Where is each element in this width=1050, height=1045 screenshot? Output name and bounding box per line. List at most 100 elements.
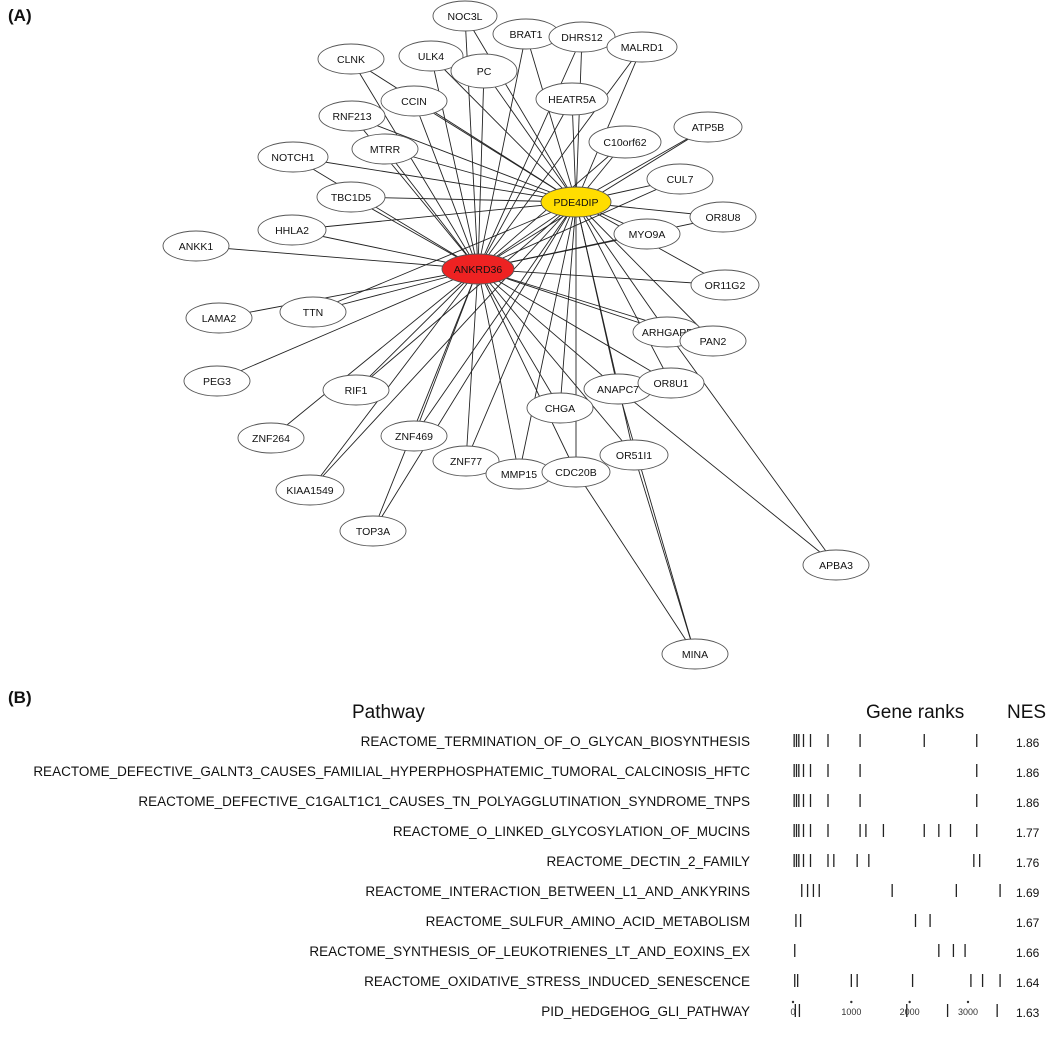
node-ellipse — [588, 125, 662, 159]
edge-pde4dip-pc — [483, 70, 577, 203]
nes-value: 1.69 — [1016, 886, 1040, 900]
gene-rank-strip — [793, 824, 978, 837]
node-chga: CHGA — [526, 392, 594, 424]
edge-ankrd36-cdc20b — [477, 268, 577, 473]
node-ellipse — [637, 367, 705, 399]
gene-rank-strip — [793, 734, 978, 747]
node-label: LAMA2 — [202, 313, 237, 325]
node-label: CCIN — [401, 96, 427, 108]
node-rif1: RIF1 — [322, 374, 390, 406]
nes-value: 1.86 — [1016, 766, 1040, 780]
node-label: MINA — [682, 649, 708, 661]
node-ellipse — [441, 253, 515, 285]
edge-pde4dip-ttn — [312, 201, 577, 313]
node-label: C10orf62 — [603, 137, 646, 149]
node-ellipse — [380, 420, 448, 452]
node-ellipse — [257, 141, 329, 173]
node-label: TOP3A — [356, 526, 390, 538]
node-label: PAN2 — [700, 336, 727, 348]
edge-pde4dip-rif1 — [355, 201, 577, 391]
node-ellipse — [679, 325, 747, 357]
node-ellipse — [237, 422, 305, 454]
node-label: ATP5B — [692, 122, 724, 134]
node-or51i1: OR51I1 — [599, 439, 669, 471]
edge-ankrd36-ankk1 — [195, 245, 479, 270]
node-ankrd36: ANKRD36 — [441, 253, 515, 285]
axis-tick-mark — [850, 1000, 853, 1004]
node-clnk: CLNK — [317, 43, 385, 75]
edge-pde4dip-rnf213 — [351, 115, 577, 203]
node-ellipse — [322, 374, 390, 406]
node-label: MYO9A — [629, 229, 666, 241]
node-cdc20b: CDC20B — [541, 456, 611, 488]
header-gene-ranks: Gene ranks — [866, 702, 965, 723]
node-label: HEATR5A — [548, 94, 596, 106]
node-ellipse — [606, 31, 678, 63]
pathway-name: REACTOME_TERMINATION_OF_O_GLYCAN_BIOSYNT… — [360, 734, 750, 749]
node-label: ARHGAP5 — [642, 327, 692, 339]
node-ellipse — [690, 269, 760, 301]
node-label: ZNF264 — [252, 433, 290, 445]
gene-rank-strip — [801, 884, 1001, 897]
edge-ankrd36-or11g2 — [477, 268, 726, 286]
node-mtrr: MTRR — [351, 133, 419, 165]
node-label: PEG3 — [203, 376, 231, 388]
node-atp5b: ATP5B — [673, 111, 743, 143]
node-label: HHLA2 — [275, 225, 309, 237]
edge-pde4dip-znf77 — [465, 201, 577, 462]
gene-rank-strip — [793, 764, 978, 777]
node-peg3: PEG3 — [183, 365, 251, 397]
node-or11g2: OR11G2 — [690, 269, 760, 301]
node-noc3l: NOC3L — [432, 0, 498, 32]
pathway-table: Pathway Gene ranks NES REACTOME_TERMINAT… — [0, 690, 1050, 1045]
node-label: DHRS12 — [561, 32, 603, 44]
edge-pde4dip-mmp15 — [518, 201, 577, 475]
node-apba3: APBA3 — [802, 549, 870, 581]
edge-pde4dip-atp5b — [575, 126, 709, 203]
pathway-row: REACTOME_TERMINATION_OF_O_GLYCAN_BIOSYNT… — [0, 734, 1050, 764]
node-label: BRAT1 — [509, 29, 542, 41]
edge-ankrd36-znf77 — [465, 268, 479, 462]
panel-a-label: (A) — [8, 6, 32, 25]
node-label: TTN — [303, 307, 323, 319]
edge-ankrd36-noc3l — [464, 15, 479, 270]
edge-ankrd36-rif1 — [355, 268, 479, 391]
node-ellipse — [398, 40, 464, 72]
pathway-name: REACTOME_SULFUR_AMINO_ACID_METABOLISM — [425, 914, 750, 929]
pathway-name: REACTOME_OXIDATIVE_STRESS_INDUCED_SENESC… — [364, 974, 750, 989]
node-label: ANKK1 — [179, 241, 214, 253]
node-label: NOTCH1 — [271, 152, 314, 164]
edge-pde4dip-ccin — [413, 100, 577, 203]
header-pathway: Pathway — [352, 702, 425, 723]
edge-ankrd36-or8u1 — [477, 268, 672, 384]
edge-ankrd36-pc — [477, 70, 485, 270]
node-ellipse — [380, 85, 448, 117]
pathway-row: REACTOME_OXIDATIVE_STRESS_INDUCED_SENESC… — [0, 974, 1050, 1004]
edge-pde4dip-heatr5a — [571, 98, 577, 203]
node-label: PDE4DIP — [554, 197, 599, 209]
gene-rank-strip — [793, 794, 978, 807]
axis-tick-label: 2000 — [900, 1007, 920, 1017]
edge-anapc7-apba3 — [617, 388, 837, 566]
edge-pde4dip-malrd1 — [575, 46, 643, 203]
node-label: MALRD1 — [621, 42, 664, 54]
edge-pde4dip-hhla2 — [291, 201, 577, 231]
edge-ankrd36-arhgap5 — [477, 268, 668, 333]
node-ellipse — [162, 230, 230, 262]
axis-tick-mark — [908, 1000, 911, 1004]
node-label: OR8U8 — [705, 212, 740, 224]
edge-pde4dip-or8u1 — [575, 201, 672, 384]
node-label: CHGA — [545, 403, 575, 415]
node-label: PC — [477, 66, 492, 78]
node-kiaa1549: KIAA1549 — [275, 474, 345, 506]
pathway-name: REACTOME_SYNTHESIS_OF_LEUKOTRIENES_LT_AN… — [309, 944, 750, 959]
node-label: ANKRD36 — [454, 264, 503, 276]
edge-pde4dip-top3a — [372, 201, 577, 532]
node-ulk4: ULK4 — [398, 40, 464, 72]
node-label: OR51I1 — [616, 450, 652, 462]
edge-ankrd36-cul7 — [477, 178, 681, 270]
